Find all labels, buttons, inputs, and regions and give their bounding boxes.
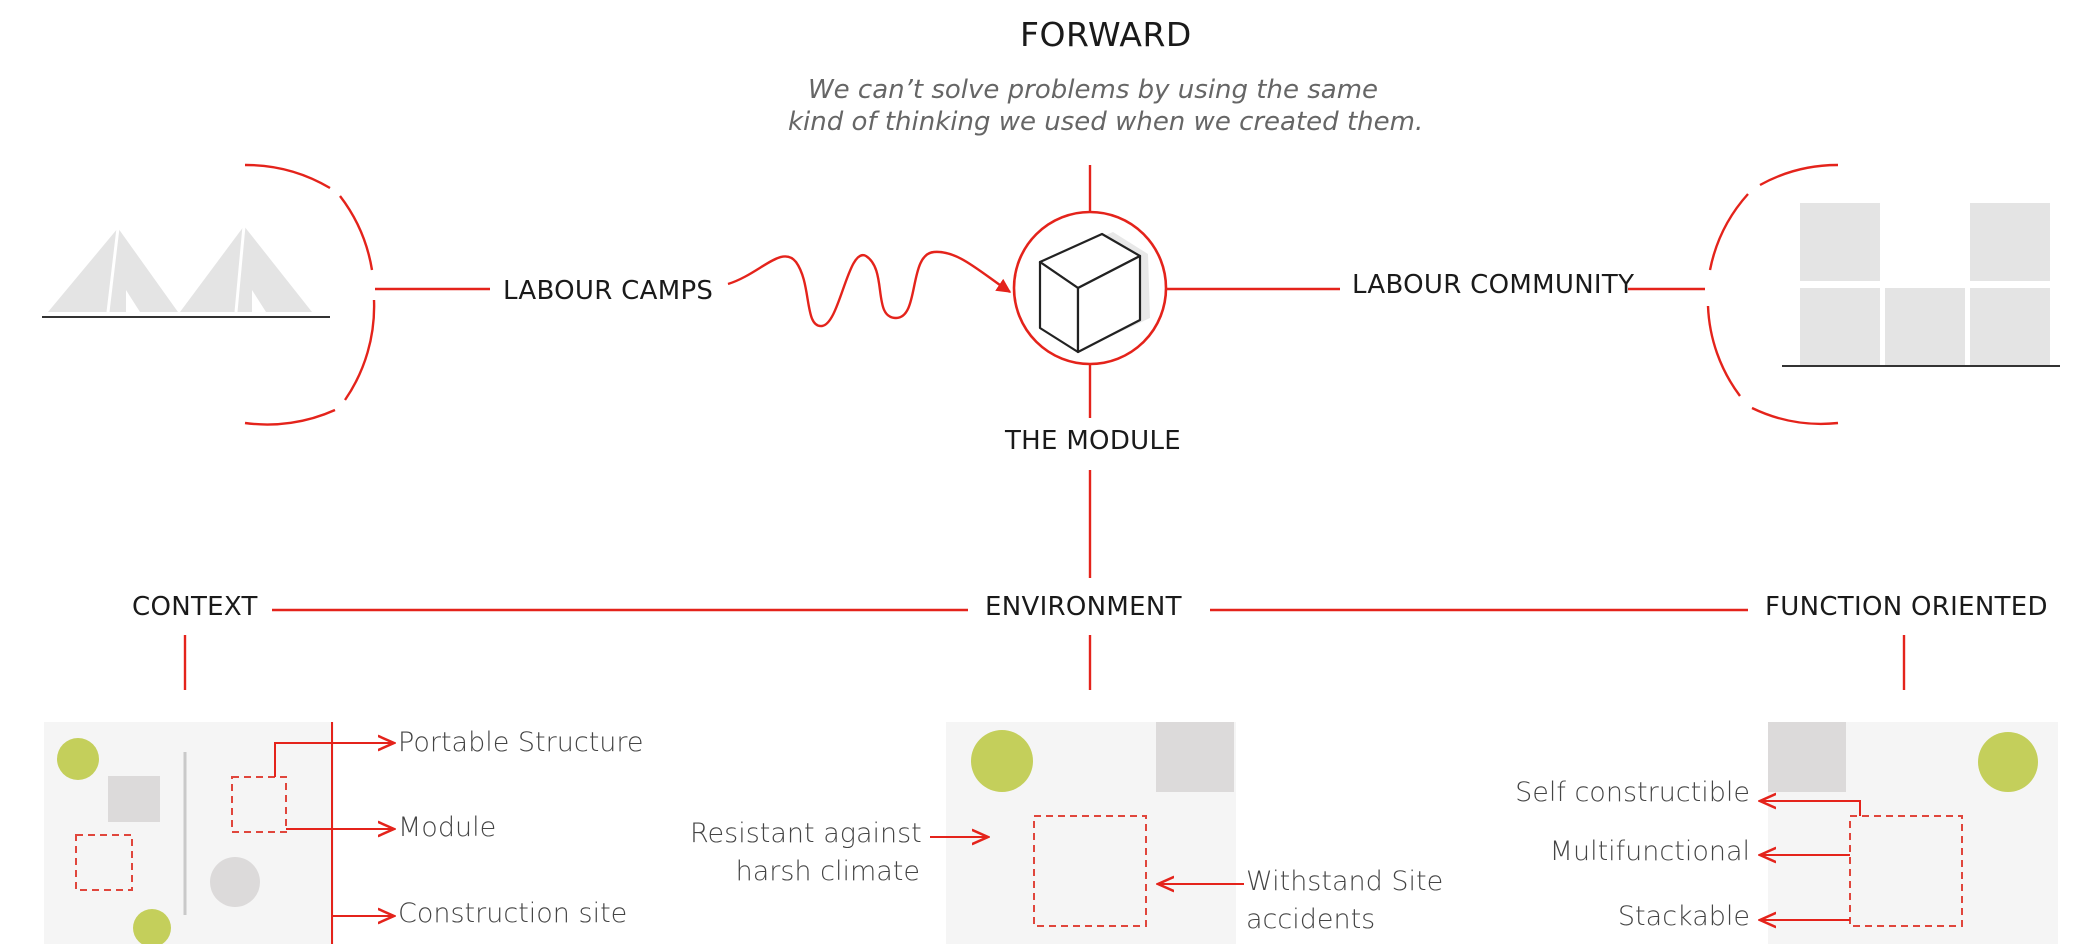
quote-line-2: kind of thinking we used when we created…	[788, 107, 1424, 137]
module-cube-icon	[1038, 232, 1150, 354]
function-oriented-label: FUNCTION ORIENTED	[1765, 592, 2048, 622]
page-title: FORWARD	[1020, 15, 1192, 54]
note-portable-structure: Portable Structure	[398, 727, 644, 758]
right-arc-bracket	[1706, 163, 1839, 426]
note-stackable: Stackable	[1617, 901, 1750, 932]
labour-camps-label: LABOUR CAMPS	[503, 276, 714, 306]
environment-label: ENVIRONMENT	[985, 592, 1182, 622]
module-label: THE MODULE	[1005, 426, 1181, 456]
context-panel	[44, 722, 394, 944]
note-module: Module	[398, 812, 497, 843]
stacked-blocks-icon	[1782, 203, 2060, 367]
note-construction-site: Construction site	[398, 898, 628, 929]
tent-icon	[42, 225, 330, 318]
note-resistant-line-1: Resistant against	[690, 818, 922, 849]
note-withstand-line-1: Withstand Site	[1246, 866, 1444, 897]
left-arc-bracket	[244, 163, 376, 426]
environment-panel	[930, 722, 1244, 944]
quote-line-1: We can’t solve problems by using the sam…	[807, 75, 1379, 105]
context-label: CONTEXT	[132, 592, 258, 622]
note-resistant-line-2: harsh climate	[735, 856, 920, 887]
note-multifunctional: Multifunctional	[1549, 836, 1750, 867]
function-panel	[1760, 722, 2058, 944]
squiggle-arrow	[727, 250, 1012, 328]
labour-community-label: LABOUR COMMUNITY	[1352, 270, 1635, 300]
note-self-constructible: Self constructible	[1515, 777, 1750, 808]
note-withstand-line-2: accidents	[1246, 904, 1376, 935]
